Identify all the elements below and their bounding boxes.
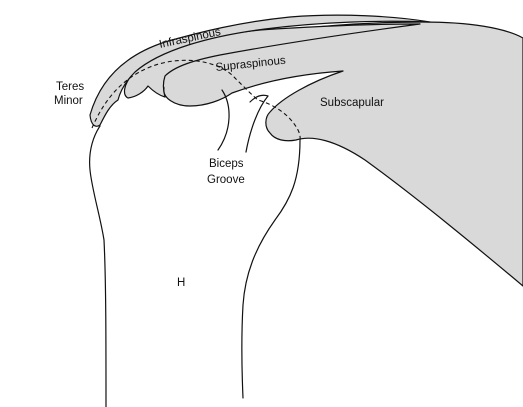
subscapular-label: Subscapular [320, 97, 384, 109]
biceps-groove-label-line2: Groove [207, 174, 245, 186]
biceps-groove-right-line [245, 94, 269, 153]
humeral-head-dashed-outline [91, 59, 301, 143]
humerus-label: H [177, 277, 185, 289]
humerus-left-outline [89, 125, 107, 407]
infraspinous-region [89, 14, 431, 127]
biceps-groove-left-line [217, 89, 230, 151]
humerus-right-outline [241, 139, 301, 399]
teres-minor-label-line1: Teres [56, 81, 84, 93]
biceps-groove-label-line1: Biceps [209, 158, 244, 170]
teres-minor-label-line2: Minor [54, 95, 83, 107]
subscapular-region [158, 21, 523, 287]
